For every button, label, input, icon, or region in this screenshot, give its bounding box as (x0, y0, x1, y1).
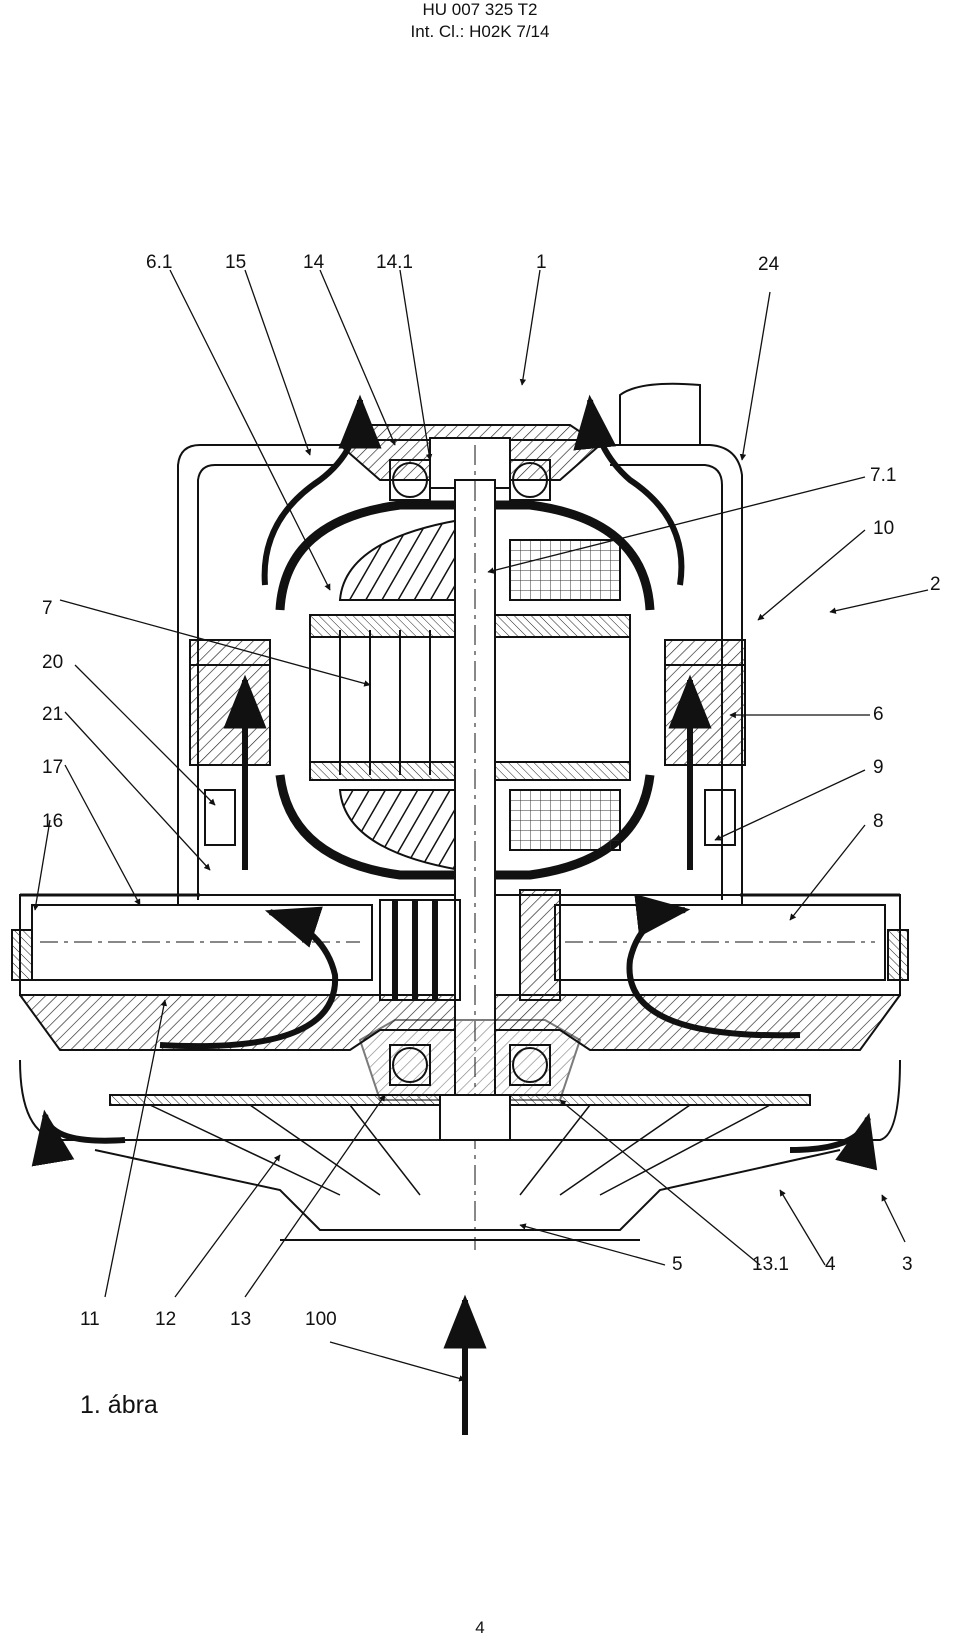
ref-label: 2 (930, 574, 941, 595)
ref-label: 3 (902, 1254, 913, 1275)
ref-label: 14 (303, 252, 325, 273)
leader-lines (32, 269, 929, 1382)
ref-label: 4 (825, 1254, 836, 1275)
ref-label: 8 (873, 811, 884, 832)
ref-label: 7.1 (870, 465, 896, 486)
motor-body (11, 382, 909, 1250)
ref-label: 10 (873, 518, 894, 539)
ref-label: 6 (873, 704, 884, 725)
ref-label: 5 (672, 1254, 683, 1275)
ref-label: 17 (42, 757, 63, 778)
airflow-arrows (31, 394, 878, 1435)
airflow-arrow-right-loop (626, 893, 801, 1039)
ref-label: 13.1 (752, 1254, 789, 1275)
ref-label: 9 (873, 757, 884, 778)
ref-label: 24 (758, 254, 780, 275)
airflow-arrow-bottom-left (31, 1109, 126, 1167)
ref-label: 6.1 (146, 252, 172, 273)
reference-numerals: 6.1 15 14 14.1 1 24 7.1 10 2 7 20 6 21 9… (42, 252, 941, 1330)
ref-label: 1 (536, 252, 547, 273)
ref-label: 14.1 (376, 252, 413, 273)
classification: Int. Cl.: H02K 7/14 (410, 22, 550, 41)
airflow-arrow-top-left (261, 394, 382, 586)
ref-label: 20 (42, 652, 63, 673)
ref-label: 12 (155, 1309, 176, 1330)
airflow-arrow-left-loop (159, 906, 339, 1050)
ref-label: 15 (225, 252, 246, 273)
ref-label: 16 (42, 811, 63, 832)
ref-label: 11 (80, 1309, 100, 1330)
ref-label: 100 (305, 1309, 337, 1330)
ref-label: 13 (230, 1309, 251, 1330)
airflow-arrow-top-right (573, 394, 685, 586)
ref-label: 21 (42, 704, 63, 725)
airflow-arrow-bottom-right (789, 1112, 878, 1171)
figure-caption: 1. ábra (80, 1391, 158, 1419)
document-number: HU 007 325 T2 (422, 0, 538, 19)
page-number: 4 (475, 1618, 485, 1637)
ref-label: 7 (42, 598, 53, 619)
